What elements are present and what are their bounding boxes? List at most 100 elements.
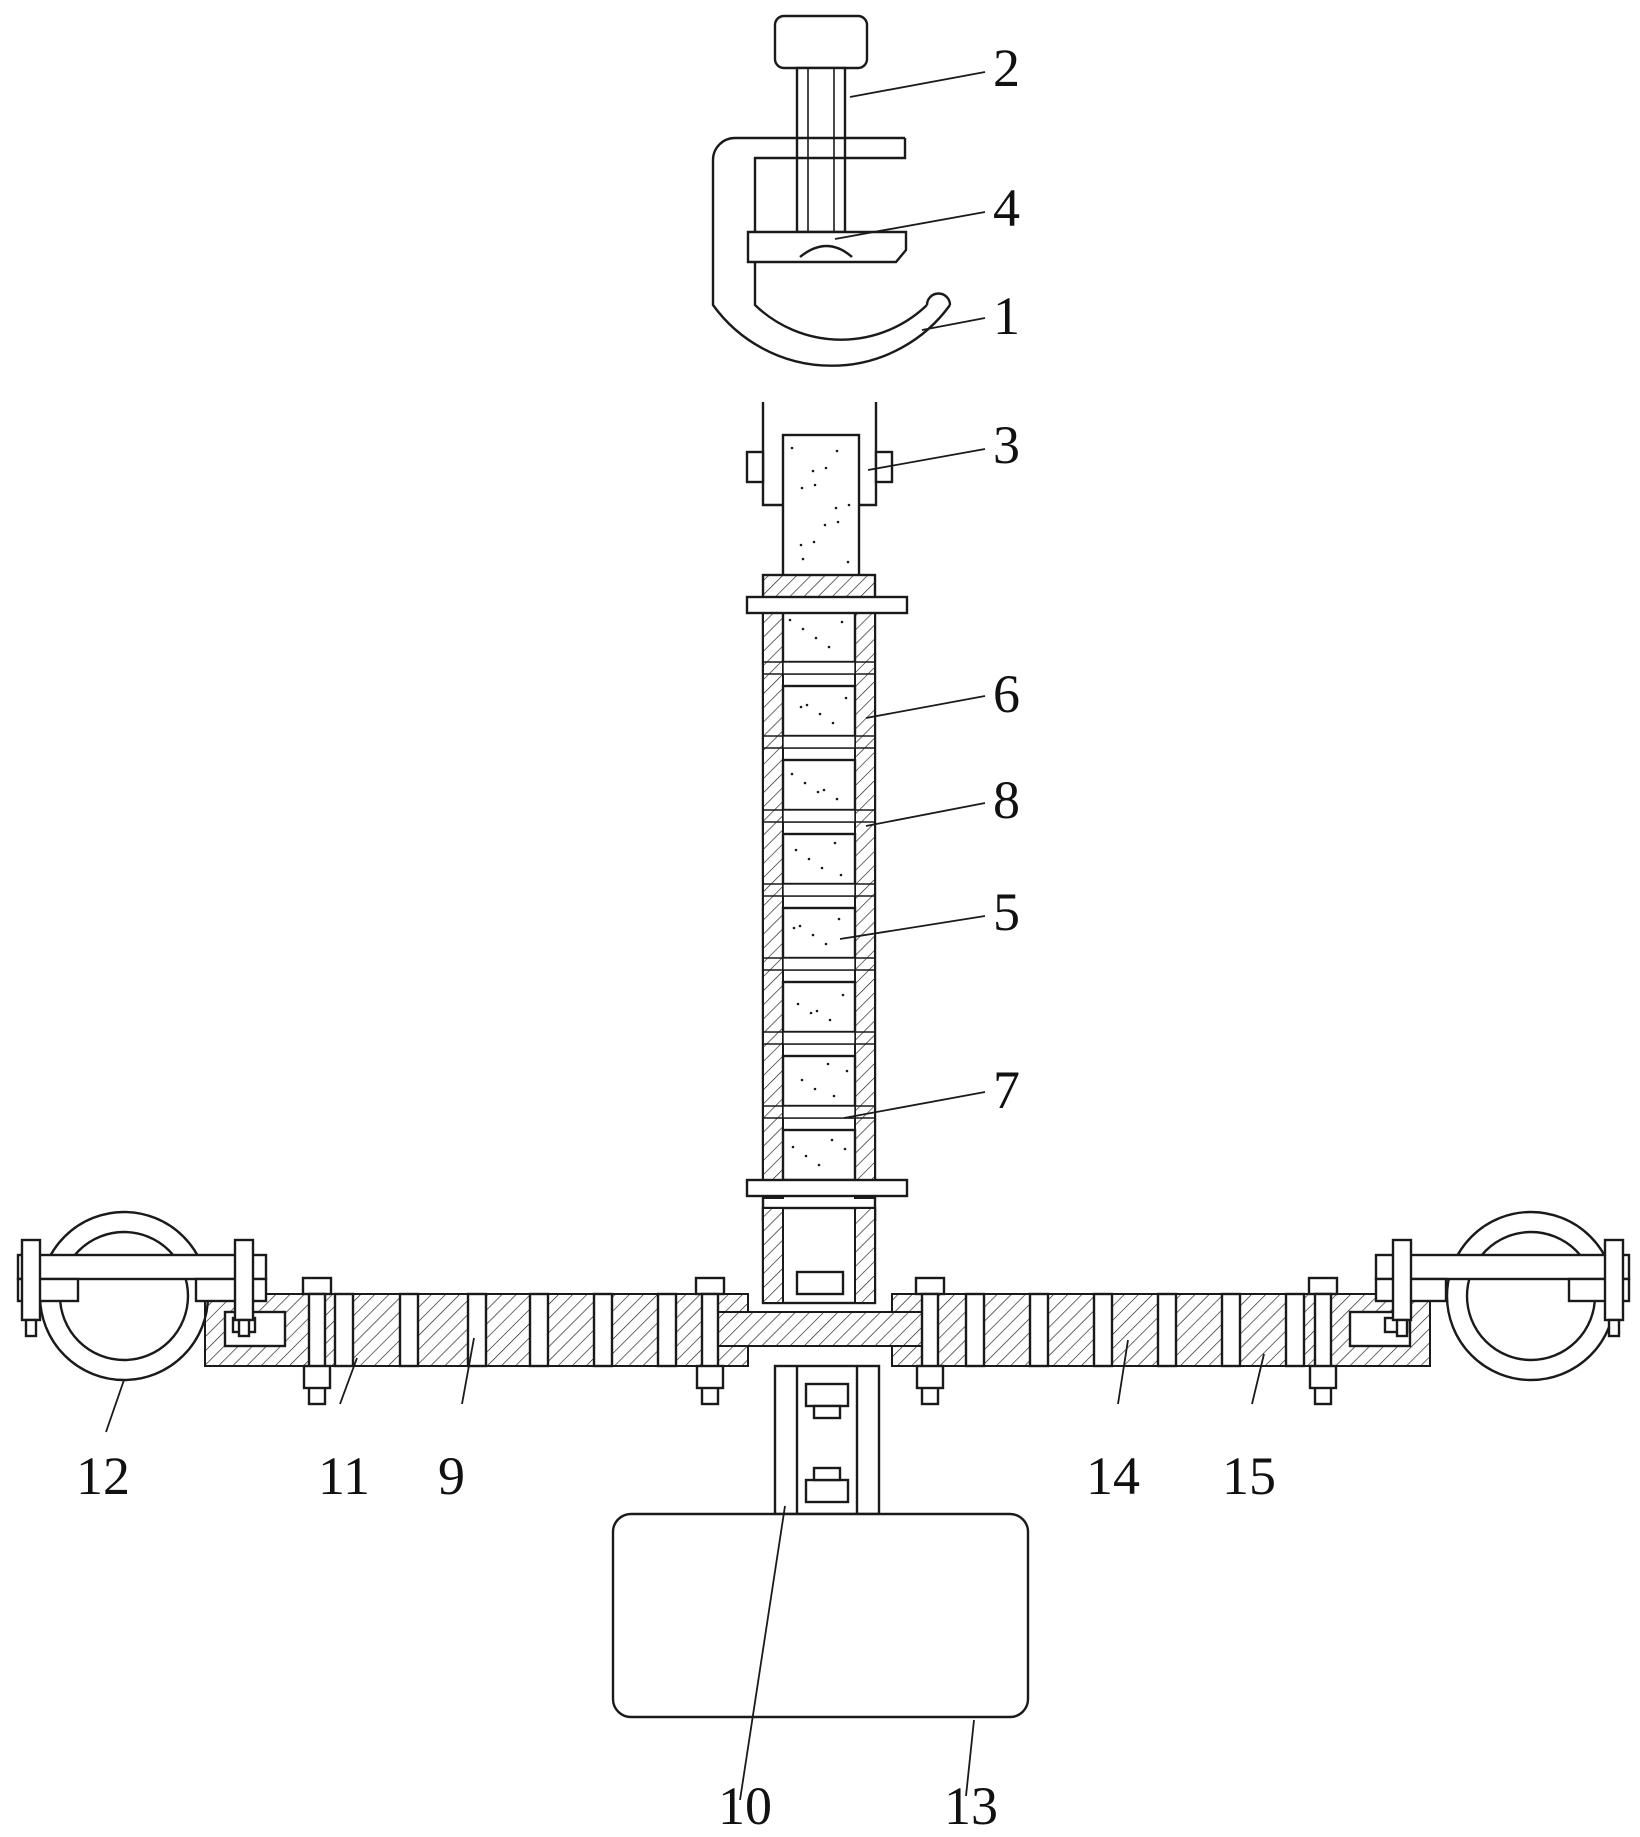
stipple-dot <box>830 1138 834 1142</box>
stipple-dot <box>824 942 828 946</box>
insulator-block <box>781 906 857 960</box>
stipple-dot <box>796 1002 800 1006</box>
stipple-dot <box>832 1094 836 1098</box>
segment-gap <box>782 661 856 675</box>
stipple-dot <box>805 703 809 707</box>
segment-gap <box>782 735 856 749</box>
stipple-dot <box>812 540 816 544</box>
label-13: 13 <box>944 1776 998 1836</box>
stipple-dot <box>822 788 826 792</box>
insulator-block <box>781 1054 857 1108</box>
label-14: 14 <box>1086 1446 1140 1506</box>
bar-gap <box>528 1292 550 1368</box>
insulator-block <box>781 684 857 738</box>
stipple-dot <box>791 1145 795 1149</box>
stipple-dot <box>817 1163 821 1167</box>
label-2: 2 <box>993 38 1020 98</box>
lower-rod <box>773 1364 881 1516</box>
stipple-dot <box>813 1087 817 1091</box>
stipple-dot <box>814 636 818 640</box>
stipple-dot <box>836 520 840 524</box>
stipple-dot <box>811 469 815 473</box>
stipple-dot <box>847 503 851 507</box>
label-12: 12 <box>76 1446 130 1506</box>
stipple-dot <box>798 924 802 928</box>
stipple-dot <box>827 645 831 649</box>
insulator-block <box>781 1128 857 1182</box>
insulator-block <box>781 758 857 812</box>
reference-labels: 2 4 1 3 6 8 5 7 12 11 9 14 15 10 13 <box>76 38 1276 1836</box>
bar-gap <box>398 1292 420 1368</box>
stipple-dot <box>790 446 794 450</box>
stipple-dot <box>839 873 843 877</box>
bolt-nut <box>302 1364 332 1390</box>
stipple-dot <box>846 560 850 564</box>
stipple-dot <box>788 618 792 622</box>
label-10: 10 <box>718 1776 772 1836</box>
stipple-dot <box>804 1154 808 1158</box>
stipple-dot <box>834 506 838 510</box>
stipple-dot <box>828 1018 832 1022</box>
bar-bolts <box>301 1276 1339 1406</box>
label-8: 8 <box>993 770 1020 830</box>
segment-gap <box>782 1105 856 1119</box>
weight-box <box>611 1512 1030 1719</box>
insulator-block <box>781 980 857 1034</box>
stipple-dot <box>816 790 820 794</box>
bar-gap <box>1284 1292 1306 1368</box>
pipe-clamp-right <box>1374 1210 1631 1382</box>
stipple-dot <box>803 781 807 785</box>
label-7: 7 <box>993 1060 1020 1120</box>
stipple-dot <box>823 523 827 527</box>
stipple-dot <box>845 1069 849 1073</box>
bar-gap <box>1028 1292 1050 1368</box>
stipple-dot <box>813 483 817 487</box>
screw-bolt <box>773 14 869 234</box>
segment-gap <box>782 957 856 971</box>
stipple-dot <box>801 557 805 561</box>
stipple-dot <box>815 1009 819 1013</box>
stipple-dot <box>826 1062 830 1066</box>
bar-gap <box>656 1292 678 1368</box>
stipple-dot <box>818 712 822 716</box>
bolt-nut <box>915 1364 945 1390</box>
segment-gap <box>782 883 856 897</box>
stipple-dot <box>831 721 835 725</box>
stipple-dot <box>820 866 824 870</box>
bolt-nut <box>695 1364 725 1390</box>
label-6: 6 <box>993 664 1020 724</box>
stipple-dot <box>807 857 811 861</box>
label-3: 3 <box>993 415 1020 475</box>
bar-blocks <box>333 1292 1306 1368</box>
segment-gap <box>782 809 856 823</box>
stipple-dot <box>824 466 828 470</box>
label-11: 11 <box>318 1446 370 1506</box>
bar-gap <box>1092 1292 1114 1368</box>
label-9: 9 <box>438 1446 465 1506</box>
bar-gap <box>333 1292 355 1368</box>
stipple-dot <box>840 620 844 624</box>
label-1: 1 <box>993 286 1020 346</box>
label-15: 15 <box>1222 1446 1276 1506</box>
bolt-head <box>301 1276 333 1296</box>
bar-gap <box>1156 1292 1178 1368</box>
insulator-block <box>781 832 857 886</box>
stipple-dot <box>794 848 798 852</box>
stipple-dot <box>843 1147 847 1151</box>
stipple-dot <box>833 841 837 845</box>
stipple-dot <box>799 705 803 709</box>
segment-gap <box>782 1031 856 1045</box>
label-5: 5 <box>993 882 1020 942</box>
bar-gap <box>1220 1292 1242 1368</box>
stipple-dot <box>800 1078 804 1082</box>
bolt-head <box>694 1276 726 1296</box>
stipple-dot <box>835 449 839 453</box>
stipple-dot <box>844 696 848 700</box>
bolt-head <box>1307 1276 1339 1296</box>
insulator-block <box>781 610 857 664</box>
stipple-dot <box>790 772 794 776</box>
bar-gap <box>964 1292 986 1368</box>
label-4: 4 <box>993 178 1020 238</box>
bar-gap <box>592 1292 614 1368</box>
